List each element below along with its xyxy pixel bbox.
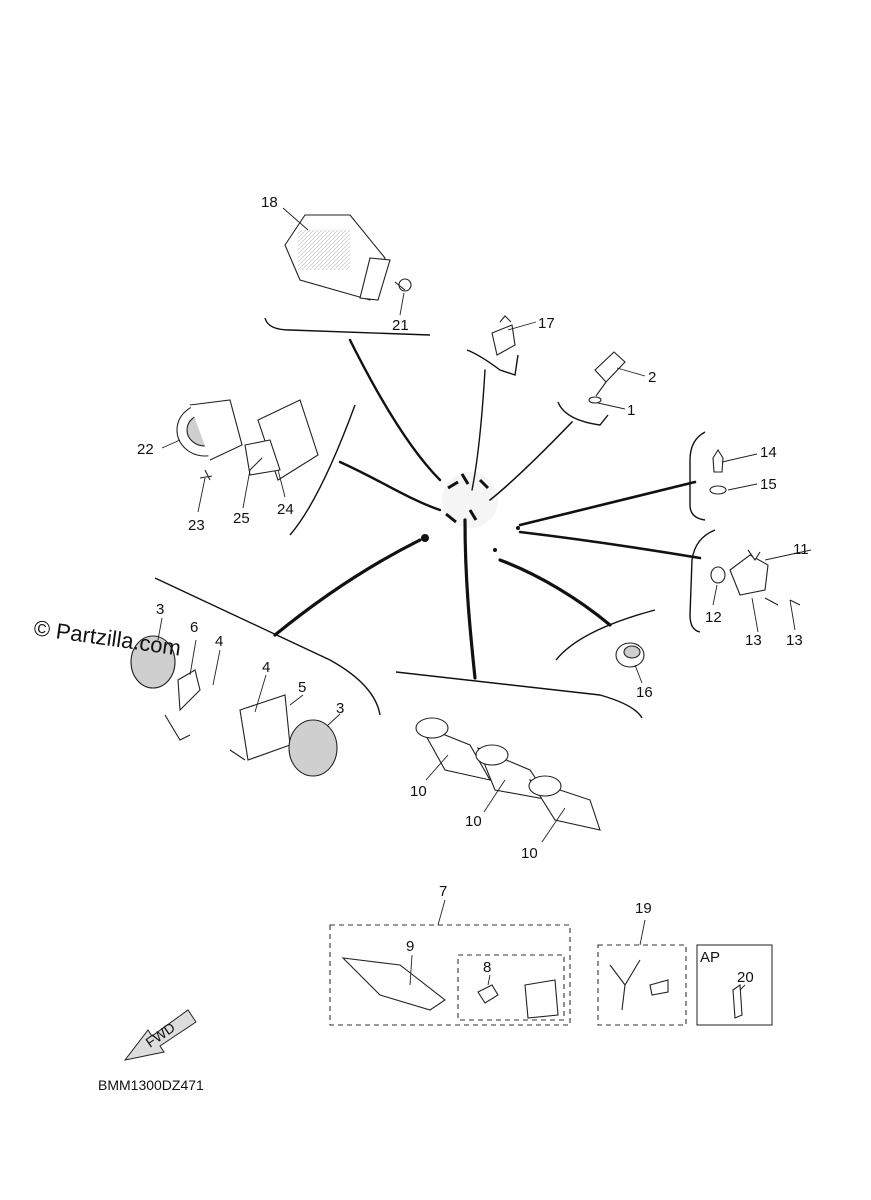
ap-label: AP: [700, 949, 720, 966]
callout-23: 23: [188, 517, 205, 534]
part-ecu: [284, 214, 412, 301]
diagram-code: BMM1300DZ471: [98, 1077, 204, 1093]
callout-13b: 13: [786, 632, 803, 649]
callout-25: 25: [233, 510, 250, 527]
part-grips: [415, 717, 601, 831]
callout-4a: 4: [215, 633, 223, 650]
callout-15: 15: [760, 476, 777, 493]
callout-20: 20: [737, 969, 754, 986]
harness-branches: [273, 338, 702, 680]
callout-1: 1: [627, 402, 635, 419]
part-lights: [130, 635, 338, 777]
callout-6: 6: [190, 619, 198, 636]
callout-21: 21: [392, 317, 409, 334]
part-11-13: [710, 549, 801, 606]
part-sensor-17: [491, 315, 516, 356]
callout-7: 7: [439, 883, 447, 900]
callout-2: 2: [648, 369, 656, 386]
part-bracket-24: [244, 399, 319, 481]
callout-17: 17: [538, 315, 555, 332]
kit-box-7: [329, 924, 571, 1026]
part-14-15: [709, 448, 727, 495]
leader-lines: [157, 207, 812, 991]
callout-10c: 10: [521, 845, 538, 862]
callout-22: 22: [137, 441, 154, 458]
callout-14: 14: [760, 444, 777, 461]
callout-12: 12: [705, 609, 722, 626]
harness-hub: [421, 472, 520, 552]
part-sensor-2: [588, 351, 626, 404]
callout-9: 9: [406, 938, 414, 955]
callout-16: 16: [636, 684, 653, 701]
callout-19: 19: [635, 900, 652, 917]
callouts: 18 21 17 2 1 22 23 25 24 14 15 11 12 13 …: [137, 194, 809, 986]
callout-8: 8: [483, 959, 491, 976]
ap-box: [696, 944, 773, 1026]
callout-11: 11: [793, 541, 809, 558]
fwd-arrow-icon: FWD: [123, 1009, 197, 1061]
part-16: [615, 642, 645, 668]
callout-3b: 3: [336, 700, 344, 717]
callout-5: 5: [298, 679, 306, 696]
watermark: © Partzilla.com: [32, 615, 182, 660]
callout-3a: 3: [156, 601, 164, 618]
callout-10b: 10: [465, 813, 482, 830]
callout-13a: 13: [745, 632, 762, 649]
part-horn: [176, 399, 243, 481]
callout-18: 18: [261, 194, 278, 211]
callout-24: 24: [277, 501, 294, 518]
callout-4b: 4: [262, 659, 270, 676]
group-brackets: [154, 317, 716, 719]
callout-10a: 10: [410, 783, 427, 800]
kit-box-19: [597, 944, 687, 1026]
